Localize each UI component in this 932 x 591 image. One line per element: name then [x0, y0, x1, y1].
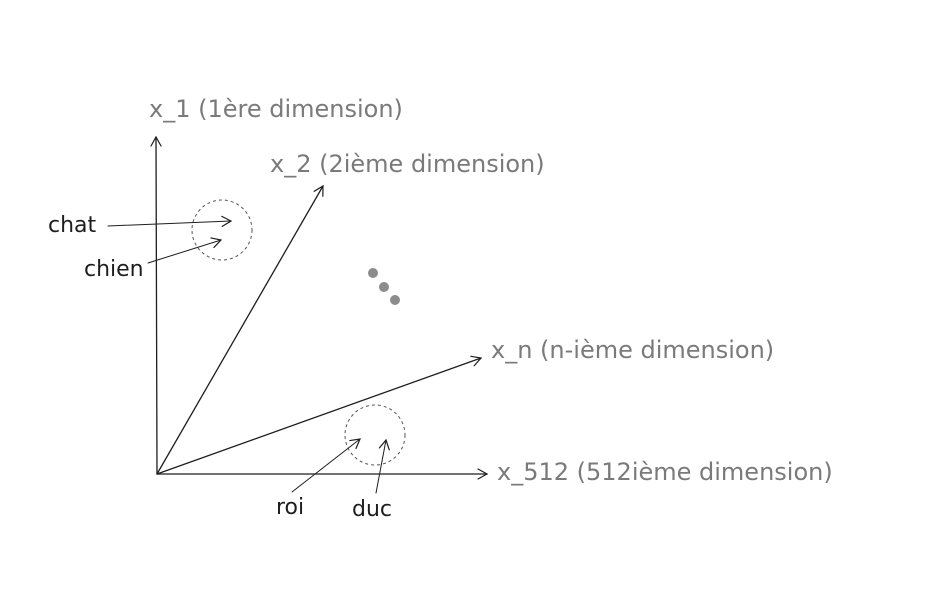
- pointer-duc-arrow: [375, 438, 390, 494]
- pointer-chat-arrow: [107, 215, 233, 227]
- axis-x512-label: x_512 (512ième dimension): [497, 458, 833, 486]
- word-label-chat: chat: [48, 213, 97, 238]
- cluster-chat-chien: [191, 199, 253, 261]
- ellipsis-dot-1: [368, 268, 378, 278]
- word-label-duc: duc: [352, 497, 392, 522]
- axis-x1-arrow: [150, 135, 162, 475]
- axis-x2-arrow: [156, 184, 324, 475]
- axis-x1-label: x_1 (1ère dimension): [149, 95, 403, 123]
- cluster-roi-duc: [344, 404, 406, 466]
- ellipsis-dot-3: [390, 295, 400, 305]
- word-label-chien: chien: [84, 257, 144, 282]
- axis-xn-label: x_n (n-ième dimension): [491, 336, 774, 364]
- pointer-chien-arrow: [147, 237, 223, 264]
- pointer-roi-arrow: [291, 438, 361, 493]
- axis-x2-label: x_2 (2ième dimension): [270, 150, 545, 178]
- word-label-roi: roi: [276, 495, 304, 520]
- axis-xn-arrow: [156, 355, 483, 475]
- ellipsis-dot-2: [379, 282, 389, 292]
